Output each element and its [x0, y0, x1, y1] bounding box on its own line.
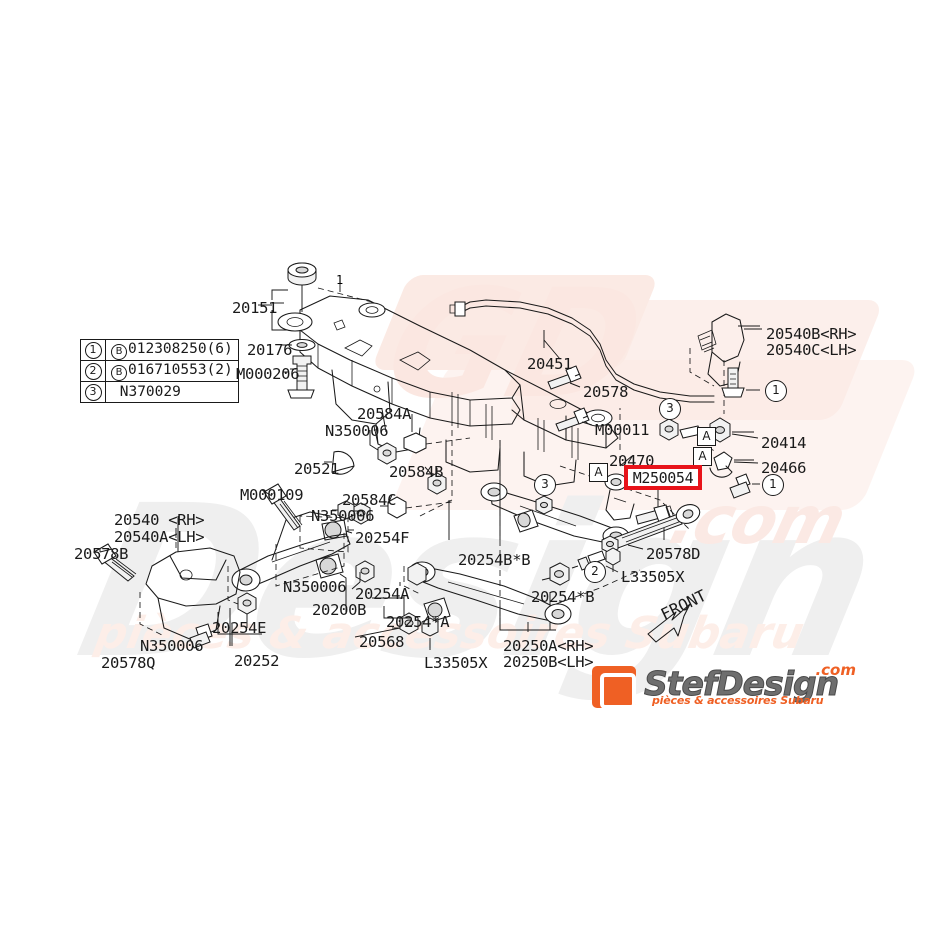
- callout-num-1-lower: 1: [762, 474, 784, 496]
- stefdesign-logo: StefDesign .com pièces & accessoires Sub…: [592, 661, 856, 712]
- part-label-20578b: 20578B: [74, 545, 129, 563]
- part-m00011-bolt: [555, 407, 590, 432]
- part-label-20584a: 20584A: [357, 405, 412, 423]
- part-20470-arm: [604, 473, 635, 521]
- callout-num-1-upper: 1: [765, 380, 787, 402]
- part-label-20466: 20466: [761, 459, 807, 477]
- part-20254f-bushing: [299, 500, 375, 583]
- part-label-20151: 20151: [232, 299, 278, 317]
- callout-num-3-stab: 3: [659, 398, 681, 420]
- part-label-l33505x: L33505X: [621, 568, 685, 586]
- part-label-20200b: 20200B: [312, 601, 367, 619]
- part-label-m00011: M00011: [595, 421, 650, 439]
- part-label-20254-a: 20254*A: [386, 613, 450, 631]
- part-20521-cap: [324, 450, 355, 475]
- part-label-20176: 20176: [247, 341, 293, 359]
- part-label-n350006: N350006: [283, 578, 347, 596]
- leader-lines: [99, 302, 762, 650]
- part-label-20414: 20414: [761, 434, 807, 452]
- part-label-20254e: 20254E: [212, 619, 267, 637]
- part-label-20568: 20568: [359, 633, 405, 651]
- part-label-20540-rh: 20540 <RH>: [114, 511, 205, 529]
- part-label-20578q: 20578Q: [101, 654, 156, 672]
- part-20254sb-bushing: [541, 562, 570, 630]
- guide-dash-2: [419, 430, 453, 517]
- part-label-m000109: M000109: [240, 486, 304, 504]
- part-20254a-bushing: [399, 562, 427, 586]
- part-label-20540b-rh: 20540B<RH>: [766, 325, 857, 343]
- part-label-20540c-lh: 20540C<LH>: [766, 341, 857, 359]
- logo-wordmark: StefDesign: [643, 664, 839, 704]
- legend-num: 1: [80, 339, 106, 361]
- part-label-20250b-lh: 20250B<LH>: [503, 653, 594, 671]
- front-arrow: [647, 603, 691, 643]
- b-mark-icon: B: [111, 365, 127, 381]
- part-label-20451: 20451: [527, 355, 573, 373]
- part-20584a-bracket: [369, 414, 471, 465]
- highlighted-part-number: M250054: [632, 468, 694, 487]
- logo-dotcom: .com: [815, 661, 856, 679]
- part-label-20254-b: 20254*B: [531, 588, 595, 606]
- crossmember-body: [277, 295, 619, 487]
- highlighted-part-box[interactable]: M250054: [624, 465, 702, 490]
- part-m000109-bolt: [263, 483, 303, 531]
- bracket-connectors: [217, 500, 556, 646]
- part-m000206-bolt: [283, 355, 315, 399]
- part-20584c-nut: [344, 496, 453, 525]
- legend-num: 3: [80, 381, 106, 403]
- part-label-20521: 20521: [294, 460, 340, 478]
- part-label-20540a-lh: 20540A<LH>: [114, 528, 205, 546]
- leader-20254sa: [383, 606, 410, 619]
- callout-num-3-link: 3: [534, 474, 556, 496]
- part-20252-trailing-arm: [227, 511, 351, 646]
- part-20578d-bolt: [601, 504, 701, 554]
- part-20540b-bracket: [689, 313, 760, 414]
- part-20578-bolt: [547, 365, 582, 390]
- part-label-m000206: M000206: [236, 365, 300, 383]
- part-marker3-nut: [659, 408, 702, 441]
- callout-box-a-left: A: [589, 463, 608, 482]
- legend-code: N370029: [105, 381, 239, 403]
- legend-row: 3 N370029: [80, 381, 239, 403]
- logo-mark-icon: [592, 666, 636, 709]
- part-label-20584c: 20584C: [342, 491, 397, 509]
- logo-tagline: pièces & accessoires Subaru: [652, 694, 824, 707]
- legend-num: 2: [80, 360, 106, 382]
- part-label-n350006: N350006: [311, 507, 375, 525]
- part-label-20584b: 20584B: [389, 463, 444, 481]
- part-20414-nut: [709, 417, 754, 443]
- part-label-20578: 20578: [583, 383, 629, 401]
- part-label-20254a: 20254A: [355, 585, 410, 603]
- part-label-20254b-b: 20254B*B: [458, 551, 531, 569]
- part-label-l33505x: L33505X: [424, 654, 488, 672]
- part-20151-bushing: 1: [258, 262, 373, 331]
- part-label-20578d: 20578D: [646, 545, 701, 563]
- part-label-n350006: N350006: [325, 422, 389, 440]
- part-20584b-nut: [427, 468, 447, 495]
- callout-box-a-right: A: [697, 427, 716, 446]
- part-20451-stabilizer-bar: [449, 299, 715, 403]
- callout-box-a-mid: A: [693, 447, 712, 466]
- callout-num-2-bolt: 2: [584, 561, 606, 583]
- part-label-20252: 20252: [234, 652, 280, 670]
- part-label-20250a-rh: 20250A<RH>: [503, 637, 594, 655]
- part-bolt-1-upper: [721, 367, 760, 398]
- b-mark-icon: B: [111, 344, 127, 360]
- svg-text:1: 1: [336, 273, 343, 287]
- part-label-n350006: N350006: [140, 637, 204, 655]
- part-20568-nut: [392, 597, 451, 648]
- part-label-20254f: 20254F: [355, 529, 410, 547]
